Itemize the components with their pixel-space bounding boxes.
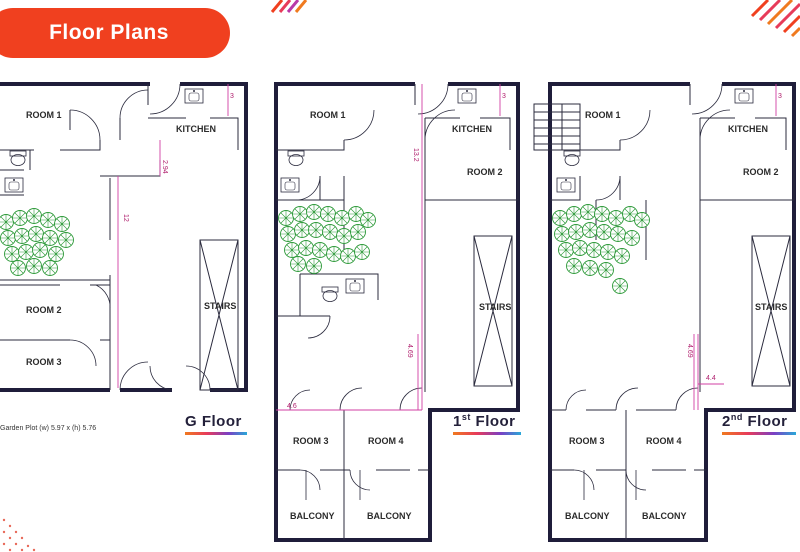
second-floor-plan: 3 4.69 4.4 ROOM 1 KITCHEN ROOM 2 STAIRS … [533,82,796,542]
ground-floor-label: G Floor [185,413,242,430]
dim-length-first: 13.2 [412,148,419,162]
courtyard-trees-second [552,204,650,294]
stairs-label-first: STAIRS [479,302,511,312]
balcony-right-label-second: BALCONY [642,511,687,521]
room-1-label-first: ROOM 1 [310,110,346,120]
dim-kitchen-first: 3 [502,93,506,100]
first-floor-plan: 3 13.2 4.69 4.6 ROOM 1 KITCHEN ROOM 2 ST… [274,82,521,542]
decorative-dots-bottom [2,518,36,552]
dim-kitchen-ground: 3 [230,93,234,100]
room-4-label-first: ROOM 4 [368,436,404,446]
room-1-label-ground: ROOM 1 [26,110,62,120]
dim-bottom-second: 4.4 [706,375,716,382]
first-floor-underline [453,432,521,435]
dim-kitchen-second: 3 [778,93,782,100]
room-3-label-second: ROOM 3 [569,436,605,446]
page-title: Floor Plans [0,8,230,58]
room-3-label-first: ROOM 3 [293,436,329,446]
room-1-label-second: ROOM 1 [585,110,621,120]
balcony-left-label-first: BALCONY [290,511,335,521]
courtyard-trees-first [278,204,376,274]
garden-plot-note: Garden Plot (w) 5.97 x (h) 5.76 [0,425,96,432]
balcony-left-label-second: BALCONY [565,511,610,521]
kitchen-label-ground: KITCHEN [176,124,216,134]
stairs-label-ground: STAIRS [204,301,236,311]
dim-bottom-first: 4.6 [287,403,297,410]
first-floor-label: 1st Floor [453,412,516,430]
room-4-label-second: ROOM 4 [646,436,682,446]
room-2-label-second: ROOM 2 [743,167,779,177]
garden-trees [0,208,74,276]
decorative-stripes-top [270,0,800,38]
stairs-label-second: STAIRS [755,302,787,312]
kitchen-label-second: KITCHEN [728,124,768,134]
room-2-label-ground: ROOM 2 [26,305,62,315]
second-floor-label: 2nd Floor [722,412,788,430]
balcony-right-label-first: BALCONY [367,511,412,521]
dim-right-second: 4.69 [686,344,693,358]
ground-floor-plan: 3 2.94 12 ROOM 1 KITCHEN ROOM 2 ROOM 3 S… [0,82,248,435]
dim-right-first: 4.69 [406,344,413,358]
dim-length-ground: 12 [122,214,129,222]
room-3-label-ground: ROOM 3 [26,357,62,367]
room-2-label-first: ROOM 2 [467,167,503,177]
dim-corridor-ground: 2.94 [161,160,168,174]
second-floor-underline [722,432,796,435]
ground-floor-underline [185,432,247,435]
kitchen-label-first: KITCHEN [452,124,492,134]
